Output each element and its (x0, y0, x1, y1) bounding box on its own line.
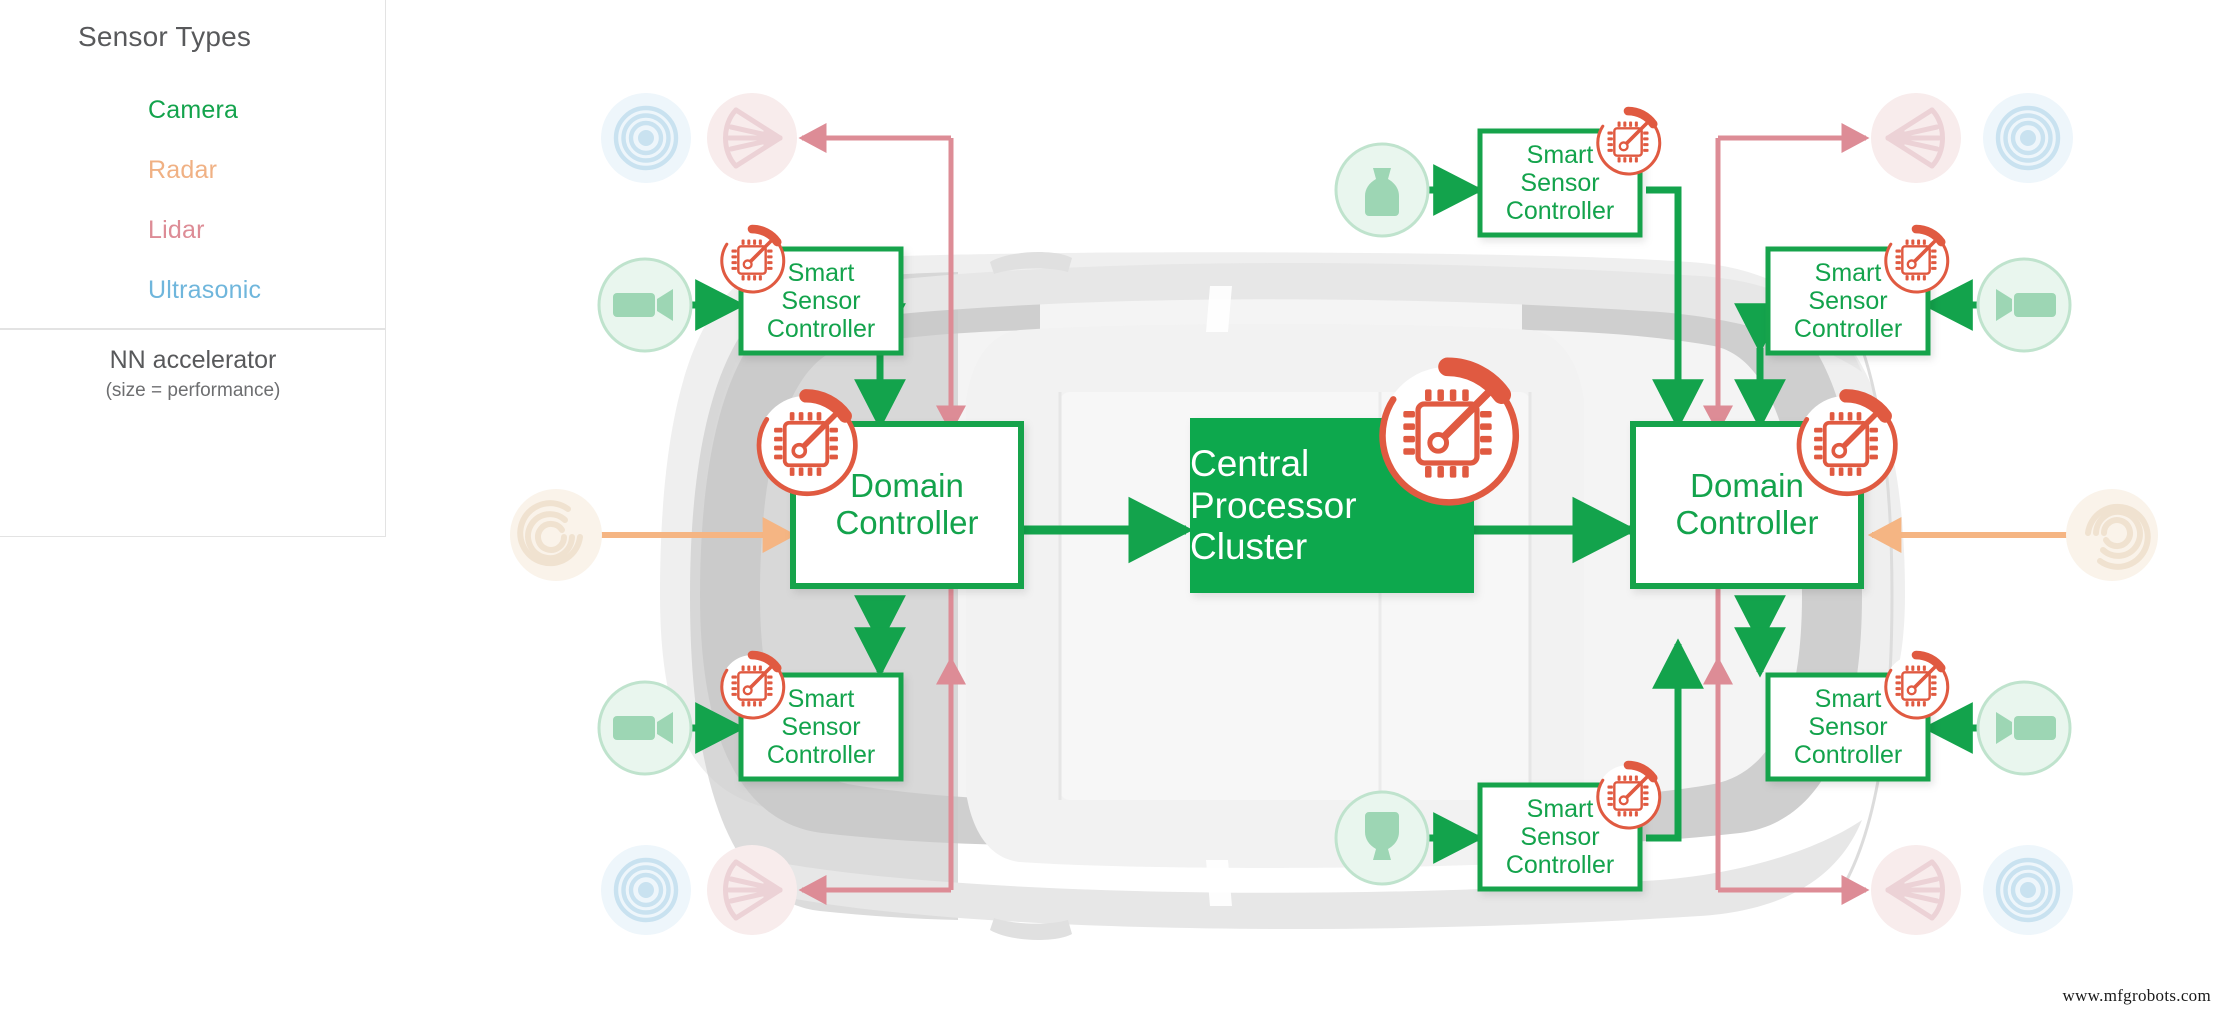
green-center-routes (1646, 186, 1704, 842)
legend-label-radar: Radar (148, 156, 218, 184)
nn-accelerator-icon-dc-left[interactable] (758, 396, 856, 494)
sensor-camera-rl[interactable] (597, 680, 693, 776)
sensor-camera-fr[interactable] (1976, 257, 2072, 353)
nn-accelerator-icon-dc-right[interactable] (1798, 396, 1896, 494)
legend-title-nn-accelerator: NN accelerator (109, 346, 277, 374)
sensor-camera-front[interactable] (1334, 142, 1430, 238)
sensor-ultrasonic-br[interactable] (1983, 845, 2073, 935)
sensor-radar-right[interactable] (2066, 489, 2158, 581)
nn-accelerator-icon-ssc-fl[interactable] (721, 229, 784, 292)
nn-accelerator-icon-ssc-rr[interactable] (1885, 655, 1948, 718)
sensor-radar-left[interactable] (510, 489, 602, 581)
legend-panel-sensor-types: Sensor Types Camera Radar Lidar Ultrason… (0, 0, 386, 329)
sensor-camera-fl[interactable] (597, 257, 693, 353)
legend-title-sensor-types: Sensor Types (78, 21, 252, 52)
smart-sensor-controller-rr-box[interactable] (1765, 672, 1931, 782)
sensor-camera-rear[interactable] (1334, 790, 1430, 886)
smart-sensor-controller-fr-box[interactable] (1765, 246, 1931, 356)
sensor-lidar-br[interactable] (1871, 845, 1961, 935)
sensor-lidar-bl[interactable] (707, 845, 797, 935)
nn-accelerator-icon-ssc-rear[interactable] (1597, 765, 1660, 828)
watermark: www.mfgrobots.com (2062, 986, 2211, 1005)
nn-accelerator-icon-ssc-fr[interactable] (1885, 229, 1948, 292)
legend-label-lidar: Lidar (148, 216, 205, 244)
sensor-lidar-tr[interactable] (1871, 93, 1961, 183)
legend-panel-nn-accelerator: NN accelerator (size = performance) (0, 329, 386, 537)
nn-accelerator-icon-ssc-rl[interactable] (721, 655, 784, 718)
nn-accelerator-icon-ssc-front[interactable] (1597, 111, 1660, 174)
legend-label-camera: Camera (148, 96, 239, 124)
sensor-lidar-tl[interactable] (707, 93, 797, 183)
legend-subtitle-nn-accelerator: (size = performance) (105, 380, 281, 401)
sensor-ultrasonic-tr[interactable] (1983, 93, 2073, 183)
sensor-camera-rr[interactable] (1976, 680, 2072, 776)
sensor-ssc-links (643, 164, 2025, 864)
smart-sensor-controller-front-box[interactable] (1477, 128, 1643, 238)
nn-accelerator-icon-cpc[interactable] (1381, 367, 1516, 502)
sensor-ultrasonic-bl[interactable] (601, 845, 691, 935)
domain-controller-right-box[interactable] (1630, 421, 1864, 589)
green-vertical-links (854, 303, 1786, 678)
sensor-ultrasonic-tl[interactable] (601, 93, 691, 183)
legend-label-ultrasonic: Ultrasonic (148, 276, 262, 304)
